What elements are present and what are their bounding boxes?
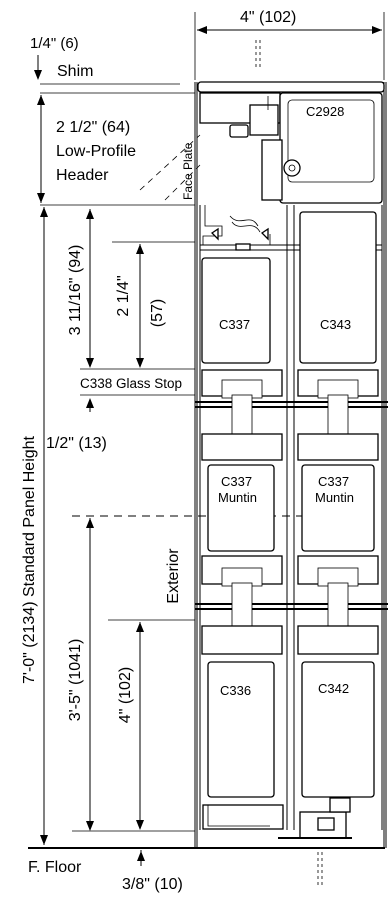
bottom-right-rail-label: C342	[318, 681, 349, 696]
panel-height-dimension: 7'-0" (2134) Standard Panel Height	[21, 207, 48, 845]
bottom-rail-text: 4" (102)	[117, 667, 134, 723]
top-to-stop-text: 3 11/16" (94)	[67, 245, 84, 336]
muntin-right-word: Muntin	[315, 490, 354, 505]
shim-gap-text: 1/4" (6)	[30, 35, 79, 52]
stop-offset-text: 1/2" (13)	[46, 435, 107, 452]
bottom-left-rail-label: C336	[220, 683, 251, 698]
header-label-line1: Low-Profile	[56, 143, 136, 160]
panel-section	[194, 40, 388, 888]
top-to-stop-dimension: 3 11/16" (94)	[67, 209, 94, 368]
muntin-left-part-label: C337	[221, 474, 252, 489]
rail-height-text: 2 1/4"	[115, 275, 132, 316]
header-dimension: 2 1/2" (64) Low-Profile Header Face Plat…	[37, 95, 201, 206]
width-dimension: 4" (102)	[194, 9, 385, 80]
rail-height-dimension: 2 1/4" (57)	[112, 241, 195, 368]
header-extrusion	[197, 40, 385, 246]
glass-stop-label: C338 Glass Stop	[80, 376, 182, 391]
floor-gap-text: 3/8" (10)	[122, 876, 183, 893]
panel-height-text: 7'-0" (2134) Standard Panel Height	[21, 435, 38, 684]
shim-dimension: 1/4" (6) Shim	[30, 35, 195, 94]
face-plate-label: Face Plate	[181, 142, 195, 200]
floor-label: F. Floor	[28, 859, 82, 876]
floor-callout: F. Floor 3/8" (10)	[28, 847, 385, 893]
glass-stop-callout: C338 Glass Stop 1/2" (13)	[46, 368, 195, 452]
shim-label: Shim	[57, 63, 93, 80]
header-part-label: C2928	[306, 104, 344, 119]
lower-span-text: 3'-5" (1041)	[67, 639, 84, 722]
header-height-text: 2 1/2" (64)	[56, 119, 130, 136]
exterior-label: Exterior	[165, 548, 182, 604]
glazing-row-2	[195, 555, 388, 655]
glazing-row-1	[195, 369, 388, 461]
top-left-rail-label: C337	[219, 317, 250, 332]
rail-height-mm-text: (57)	[149, 299, 166, 327]
muntin-left-word: Muntin	[218, 490, 257, 505]
top-right-rail-label: C343	[320, 317, 351, 332]
muntin-right-part-label: C337	[318, 474, 349, 489]
bottom-rail-dimension: 4" (102)	[72, 619, 195, 832]
header-label-line2: Header	[56, 167, 109, 184]
width-dimension-text: 4" (102)	[240, 9, 296, 26]
